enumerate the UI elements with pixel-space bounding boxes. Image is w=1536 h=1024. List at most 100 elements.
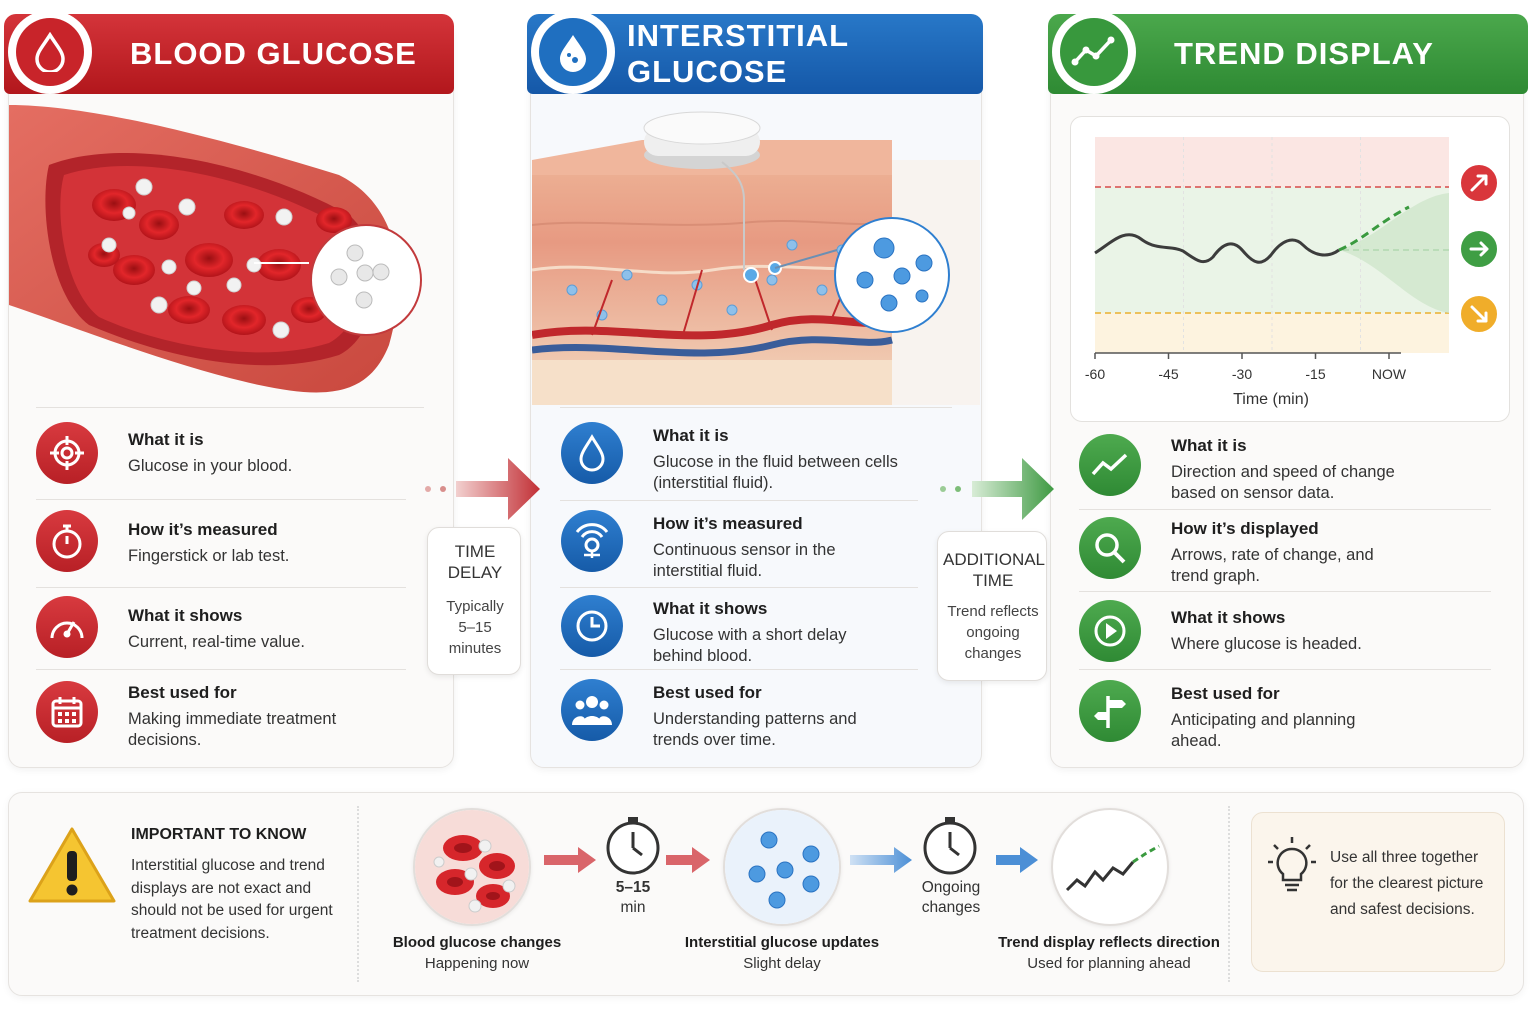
lightbulb-icon [1266,835,1318,902]
trend-row-what: What it is Direction and speed of change … [1079,434,1421,504]
row-heading: What it is [1171,436,1247,455]
glucose-history-line [1094,233,1340,264]
x-tick-label: -60 [1085,366,1105,382]
row-heading: How it’s measured [653,514,803,533]
x-tick-label: NOW [1372,366,1407,382]
x-tick-label: -15 [1305,366,1325,382]
timer-2: Ongoing changes [906,878,996,918]
projection-cone [1339,193,1449,313]
trend-display-header: TREND DISPLAY [1048,10,1528,94]
red-step-arrow-2 [666,845,712,880]
trend-chart: -60 -45 -30 -15 NOW Time (min) [1070,116,1510,422]
stopwatch-icon [36,510,98,572]
time-delay-body: Typically 5–15 minutes [446,598,504,657]
row-desc: Glucose with a short delay behind blood. [653,626,847,665]
step-sub: Happening now [424,955,530,972]
blood-cells-thumbnail [413,808,531,926]
blood-row-what: What it is Glucose in your blood. [36,422,418,484]
target-icon [36,422,98,484]
row-desc: Continuous sensor in the interstitial fl… [653,541,836,580]
row-heading: Best used for [653,683,762,702]
blood-drop-icon [8,10,92,94]
sensor-signal-icon [561,510,623,572]
divider [357,806,359,982]
row-heading: Best used for [128,683,237,702]
timer-unit: changes [921,899,981,916]
green-flow-arrow [938,455,1056,530]
row-desc: Where glucose is headed. [1171,635,1362,653]
warning-icon [26,825,118,910]
row-heading: What it shows [128,606,243,625]
glucose-molecules-thumbnail [723,808,841,926]
important-heading: IMPORTANT TO KNOW [131,826,307,843]
signpost-icon [1079,680,1141,742]
trend-display-title: TREND DISPLAY [1174,36,1434,71]
row-heading: What it is [128,430,204,449]
x-axis-label: Time (min) [1233,391,1309,408]
row-desc: Fingerstick or lab test. [128,547,290,565]
row-desc: Current, real-time value. [128,633,305,651]
clock-icon [561,595,623,657]
step-sub: Slight delay [743,955,821,972]
row-heading: How it’s measured [128,520,278,539]
x-tick-label: -30 [1232,366,1252,382]
timer-value: 5–15 [615,879,651,896]
gauge-icon [36,596,98,658]
rising-projection-line [1338,205,1410,252]
tip-text: Use all three together for the clearest … [1330,849,1484,918]
magnifier-icon [1079,517,1141,579]
interstitial-glucose-header: INTERSTITIAL GLUCOSE [527,10,983,94]
tip-box [1251,812,1505,972]
step-title: Blood glucose changes [392,934,562,951]
calendar-icon [36,681,98,743]
row-desc: Glucose in the fluid between cells (inte… [653,453,898,492]
row-desc: Anticipating and planning ahead. [1171,711,1356,750]
row-desc: Understanding patterns and trends over t… [653,710,857,749]
drop-icon [561,422,623,484]
additional-time-title: ADDITIONAL TIME [943,550,1046,590]
additional-time-body: Trend reflects ongoing changes [947,603,1039,662]
trend-thumbnail [1051,808,1169,926]
step-title: Interstitial glucose updates [684,934,880,951]
timer-unit: min [620,899,646,916]
people-icon [561,679,623,741]
row-desc: Glucose in your blood. [128,457,293,475]
blue-step-arrow-2 [996,845,1040,880]
play-direction-icon [1079,600,1141,662]
blood-glucose-title: BLOOD GLUCOSE [130,36,417,71]
row-heading: How it’s displayed [1171,519,1319,538]
skin-sensor-illustration [532,100,980,405]
blue-step-arrow [850,845,914,880]
timer-value: Ongoing [921,879,981,896]
trend-line-icon [1079,434,1141,496]
steady-arrow-icon-glyph [1469,241,1489,257]
water-drop-icon [531,10,615,94]
row-heading: What it shows [1171,608,1286,627]
row-heading: What it shows [653,599,768,618]
blood-glucose-header: BLOOD GLUCOSE [4,10,454,94]
time-delay-box: TIME DELAY Typically 5–15 minutes [427,527,521,675]
row-desc: Arrows, rate of change, and trend graph. [1171,546,1374,585]
stopwatch-icon-2 [920,815,980,882]
x-tick-label: -45 [1158,366,1178,382]
trend-line-icon [1052,10,1136,94]
additional-time-box: ADDITIONAL TIME Trend reflects ongoing c… [937,531,1047,681]
row-desc: Direction and speed of change based on s… [1171,463,1395,502]
step-title: Trend display reflects direction [998,934,1220,951]
row-heading: Best used for [1171,684,1280,703]
stopwatch-icon [603,815,663,882]
time-delay-title: TIME DELAY [447,542,503,582]
